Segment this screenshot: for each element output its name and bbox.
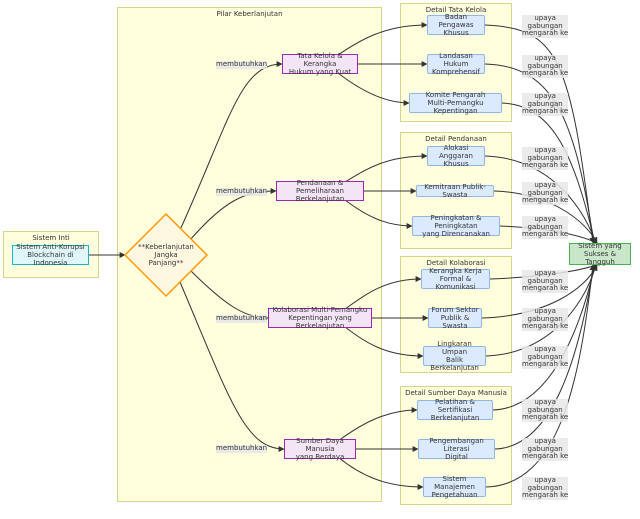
node-komite-pengarah[interactable]: Komite Pengarah Multi-Pemangku Kepenting… (409, 91, 502, 115)
cluster-title: Detail Pendanaan (425, 135, 487, 143)
edge-kl-kerangka (344, 276, 422, 310)
node-pelatihan[interactable]: Pelatihan & Sertifikasi Berkelanjutan (417, 398, 493, 422)
edge-sdm-manajemen (337, 456, 424, 490)
edge-label-upaya: upaya gabungan mengarah ke (522, 92, 569, 116)
edge-label-upaya: upaya gabungan mengarah ke (522, 307, 569, 331)
edge-label-upaya: upaya gabungan mengarah ke (522, 146, 569, 170)
cluster-title: Sistem Inti (32, 234, 70, 242)
edge-pd-peningkatan (344, 199, 413, 229)
edge-kemitraan-sukses (493, 190, 598, 244)
node-sdm[interactable]: Sumber Daya Manusia yang Berdaya (284, 437, 356, 461)
node-literasi-digital[interactable]: Pengembangan Literasi Digital (418, 437, 495, 461)
node-tata-kelola[interactable]: Tata Kelola & Kerangka Hukum yang Kuat (282, 52, 358, 76)
node-sistem-sukses[interactable]: Sistem yang Sukses & Tangguh (569, 242, 631, 266)
cluster-title: Detail Kolaborasi (426, 259, 486, 267)
node-landasan-hukum[interactable]: Landasan Hukum Komprehensif (427, 52, 485, 76)
edge-to-tata-kelola (179, 61, 283, 231)
edge-kl-lingkaran (344, 326, 424, 359)
edge-to-sdm (179, 281, 285, 452)
edge-label-upaya: upaya gabungan mengarah ke (522, 437, 569, 461)
edge-label-upaya: upaya gabungan mengarah ke (522, 215, 569, 239)
edge-label-upaya: upaya gabungan mengarah ke (522, 345, 569, 369)
edge-tk-badan (337, 22, 428, 56)
node-forum-sektor[interactable]: Forum Sektor Publik & Swasta (428, 306, 482, 330)
edge-label-upaya: upaya gabungan mengarah ke (522, 14, 569, 38)
node-kolaborasi[interactable]: Kolaborasi Multi-Pemangku Kepentingan ya… (268, 306, 372, 330)
node-sistem-anti-korupsi[interactable]: Sistem Anti-Korupsi Blockchain di Indone… (12, 243, 89, 267)
cluster-title: Pilar Keberlanjutan (216, 10, 283, 18)
edge-label-upaya: upaya gabungan mengarah ke (522, 269, 569, 293)
edge-tk-komite (337, 72, 410, 106)
edge-label-membutuhkan: membutuhkan (216, 444, 268, 453)
node-pendanaan[interactable]: Pendanaan & Pemeliharaan Berkelanjutan (276, 179, 364, 203)
edge-label-upaya: upaya gabungan mengarah ke (522, 398, 569, 422)
edge-sdm-pelatihan (337, 407, 418, 442)
node-peningkatan[interactable]: Peningkatan & Peningkatan yang Direncana… (412, 214, 500, 238)
edge-pd-alokasi (344, 153, 428, 183)
edge-label-upaya: upaya gabungan mengarah ke (522, 54, 569, 78)
edge-literasi-sukses (494, 264, 597, 450)
edge-to-pendanaan (189, 188, 277, 241)
node-keberlanjutan[interactable]: **Keberlanjutan Jangka Panjang** (138, 243, 194, 267)
edge-label-membutuhkan: membutuhkan (216, 60, 268, 69)
node-lingkaran-umpan-balik[interactable]: Lingkaran Umpan Balik Berkelanjutan (423, 340, 486, 372)
node-alokasi-anggaran[interactable]: Alokasi Anggaran Khusus (427, 144, 485, 168)
cluster-title: Detail Tata Kelola (425, 6, 487, 14)
edge-label-upaya: upaya gabungan mengarah ke (522, 476, 569, 500)
edge-to-kolaborasi (189, 269, 269, 321)
node-kerangka-kerja[interactable]: Kerangka Kerja Formal & Komunikasi (421, 267, 490, 291)
node-kemitraan[interactable]: Kemitraan Publik-Swasta (416, 183, 494, 199)
node-manajemen-pengetahuan[interactable]: Sistem Manajemen Pengetahuan (423, 475, 486, 499)
edge-label-upaya: upaya gabungan mengarah ke (522, 181, 569, 205)
edge-label-membutuhkan: membutuhkan (216, 314, 268, 323)
node-badan-pengawas[interactable]: Badan Pengawas Khusus (427, 13, 485, 37)
cluster-title: Detail Sumber Daya Manusia (405, 389, 507, 397)
keberlanjutan-diamond (123, 212, 209, 298)
edge-label-membutuhkan: membutuhkan (216, 187, 268, 196)
edge-komite-sukses (501, 102, 597, 244)
